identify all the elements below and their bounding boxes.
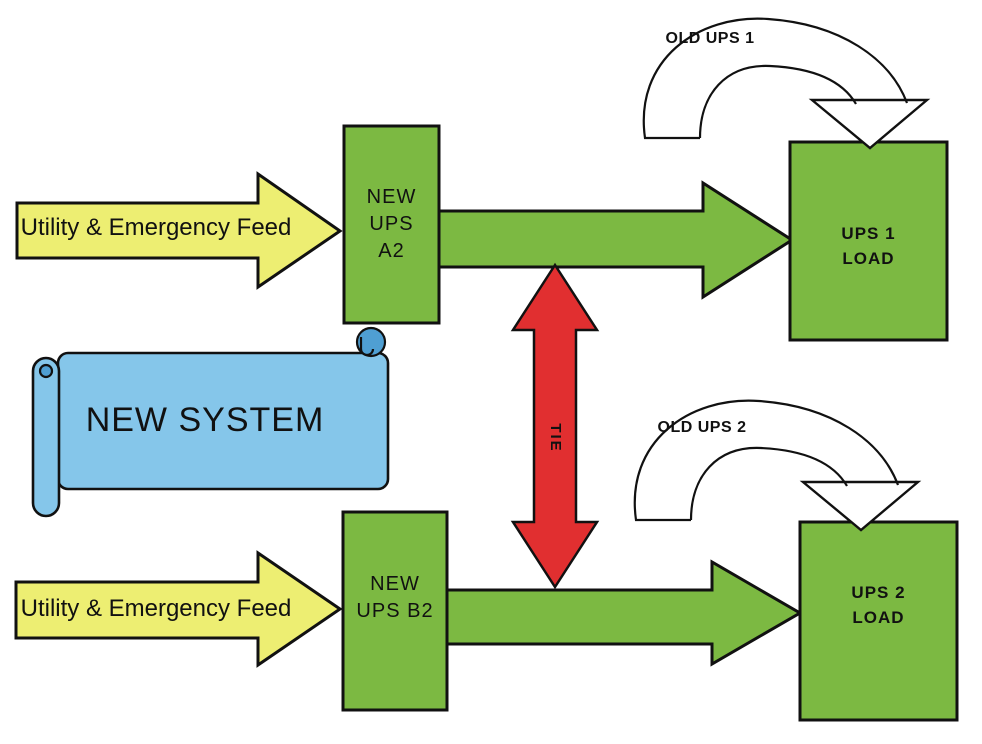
new-ups-a2-box bbox=[342, 124, 441, 325]
old-ups-1-arrowhead bbox=[808, 98, 931, 150]
tie-label: TIE bbox=[547, 423, 565, 453]
feed-label-bottom: Utility & Emergency Feed bbox=[20, 595, 292, 622]
feed-label-top: Utility & Emergency Feed bbox=[20, 214, 292, 241]
ups1-load-label: UPS 1 LOAD bbox=[790, 148, 947, 344]
scroll-curl-detail bbox=[359, 337, 375, 357]
new-ups-b2-box bbox=[341, 510, 449, 712]
new-ups-a2-line1: NEW bbox=[366, 186, 417, 208]
new-ups-a2-label: NEW UPS A2 bbox=[344, 126, 439, 323]
old-ups-2-curved-arrow bbox=[633, 399, 922, 532]
old-ups-2-arrowhead bbox=[799, 480, 922, 532]
new-ups-b2-line2: UPS B2 bbox=[356, 600, 434, 622]
ups2-load-line1: UPS 2 bbox=[851, 583, 906, 602]
new-ups-b2-line1: NEW bbox=[370, 573, 420, 595]
ups1-load-line2: LOAD bbox=[842, 249, 895, 268]
ups1-load-box bbox=[788, 140, 949, 342]
old-ups-1-arc bbox=[642, 17, 909, 140]
scroll-roll-curl bbox=[38, 363, 54, 379]
power-arrow-top bbox=[437, 180, 795, 300]
new-ups-a2-line3: A2 bbox=[378, 240, 405, 262]
new-system-title: NEW SYSTEM bbox=[85, 400, 325, 439]
old-ups-1-curved-arrow bbox=[642, 17, 931, 150]
new-ups-a2-line2: UPS bbox=[369, 213, 414, 235]
feed-arrow-top bbox=[15, 171, 343, 290]
ups2-load-line2: LOAD bbox=[852, 608, 905, 627]
old-ups-1-label: OLD UPS 1 bbox=[665, 30, 755, 47]
scroll-roll bbox=[31, 356, 61, 518]
new-ups-b2-label: NEW UPS B2 bbox=[343, 512, 447, 684]
ups2-load-box bbox=[798, 520, 959, 722]
feed-arrow-bottom bbox=[14, 550, 343, 668]
ups2-load-label: UPS 2 LOAD bbox=[800, 522, 957, 688]
new-system-scroll bbox=[31, 326, 390, 518]
old-ups-2-label: OLD UPS 2 bbox=[657, 419, 747, 436]
old-ups-2-arc bbox=[633, 399, 900, 522]
scroll-curl bbox=[355, 326, 387, 358]
power-arrow-bottom bbox=[445, 559, 803, 667]
tie-arrow bbox=[510, 262, 600, 590]
ups1-load-line1: UPS 1 bbox=[841, 224, 896, 243]
